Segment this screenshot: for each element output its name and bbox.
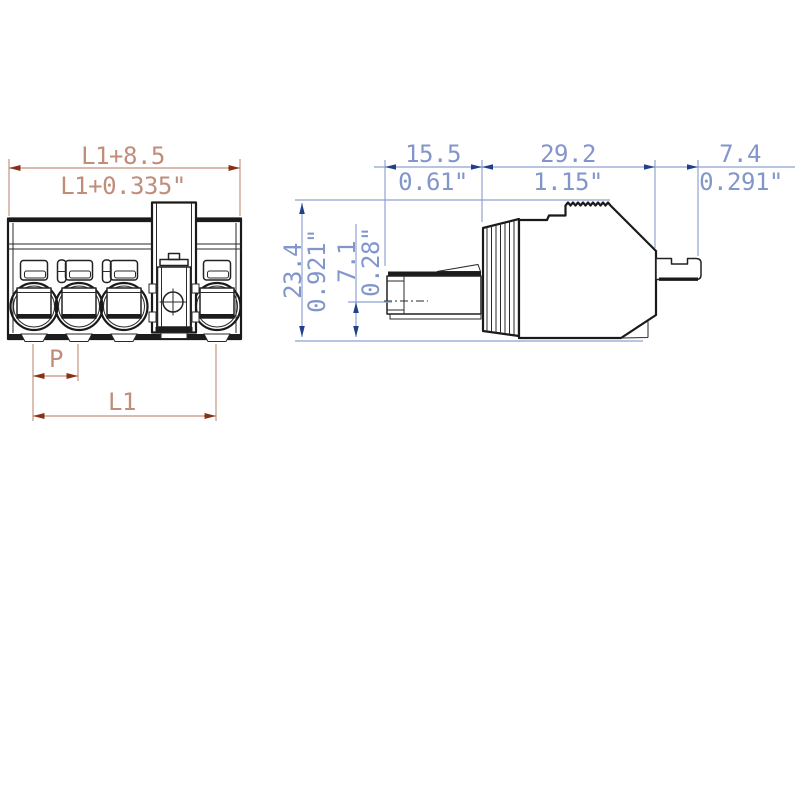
- clamp-slot-inner: [24, 270, 46, 279]
- front-view: [6, 201, 243, 342]
- plug-body-inner-lines: [387, 276, 405, 314]
- extension-lines-vertical: [295, 199, 643, 342]
- wire-port-circle: [99, 281, 149, 332]
- dim-label-w1-metric: 15.5: [405, 140, 461, 168]
- clamp-slot-inner: [69, 270, 91, 279]
- plug-top-bar: [388, 271, 481, 276]
- wire-port-circle: [54, 281, 104, 332]
- dim-label-axis-metric: 7.1: [333, 241, 361, 283]
- wire-ports: [9, 281, 242, 332]
- flange-tower-inner-lines: [156, 203, 192, 332]
- clamp-slot: [202, 259, 232, 281]
- dim-label-height-imperial: 0.921": [303, 229, 331, 313]
- side-dimensions: 15.5 0.61" 29.2 1.15" 7.4 0.291" 23.4 0.…: [279, 140, 795, 342]
- dim-arrows-pitch: [33, 373, 78, 379]
- dim-label-w2-metric: 29.2: [540, 140, 596, 168]
- extension-lines-horizontal: [384, 160, 699, 266]
- screw-crosshair: [159, 288, 187, 316]
- wire-port-inner-rim: [58, 285, 100, 328]
- flange-ear: [148, 311, 157, 323]
- wire-port-inner-rim: [13, 285, 55, 328]
- dim-label-w1-imperial: 0.61": [398, 168, 468, 196]
- side-view: [384, 201, 702, 340]
- fixing-flange: [148, 201, 200, 339]
- dim-label-height-metric: 23.4: [279, 243, 307, 299]
- collar-ribs: [486, 220, 515, 336]
- extension-lines-pitch-length: [32, 344, 217, 421]
- clamp-slot-inner: [207, 270, 229, 279]
- screw-block-inner-lines: [161, 267, 187, 327]
- flange-foot: [160, 332, 188, 339]
- dim-label-w2-imperial: 1.15": [533, 168, 603, 196]
- dim-label-overall-imperial: L1+0.335": [60, 172, 186, 200]
- housing-top-band-lines: [8, 243, 241, 250]
- dim-label-w3-imperial: 0.291": [699, 168, 783, 196]
- plug-bottom-lip: [389, 314, 482, 320]
- body-outline: [517, 201, 658, 340]
- lever-tab: [655, 257, 702, 281]
- dim-label-overall-metric: L1+8.5: [81, 142, 165, 170]
- flange-t-bar: [159, 258, 189, 267]
- wire-port-inner-rim: [103, 285, 145, 328]
- dim-label-length: L1: [108, 388, 136, 416]
- flange-ear: [191, 283, 200, 294]
- dim-label-w3-metric: 7.4: [719, 140, 761, 168]
- body-chamfer-detail: [620, 321, 649, 339]
- flange-ear: [148, 283, 157, 294]
- plug-body: [386, 275, 482, 315]
- mounting-feet: [20, 333, 231, 342]
- flange-ear: [191, 311, 200, 323]
- clamp-slot: [19, 259, 49, 281]
- clamp-cage-bar: [17, 314, 234, 318]
- dim-label-pitch: P: [49, 345, 63, 373]
- wire-port-circle: [9, 281, 59, 332]
- ribbed-collar: [481, 217, 521, 338]
- lever-outline: [655, 257, 702, 281]
- front-dimensions: L1+8.5 L1+0.335" P L1: [8, 142, 241, 421]
- plug-wedge: [436, 263, 482, 272]
- plug-interface: [384, 263, 482, 320]
- clamp-slot-inner: [114, 270, 136, 279]
- dim-line-vertical: [301, 203, 357, 337]
- dim-label-axis-imperial: 0.28": [357, 227, 385, 297]
- flange-base-bar: [155, 327, 193, 333]
- housing-outline: [6, 217, 243, 341]
